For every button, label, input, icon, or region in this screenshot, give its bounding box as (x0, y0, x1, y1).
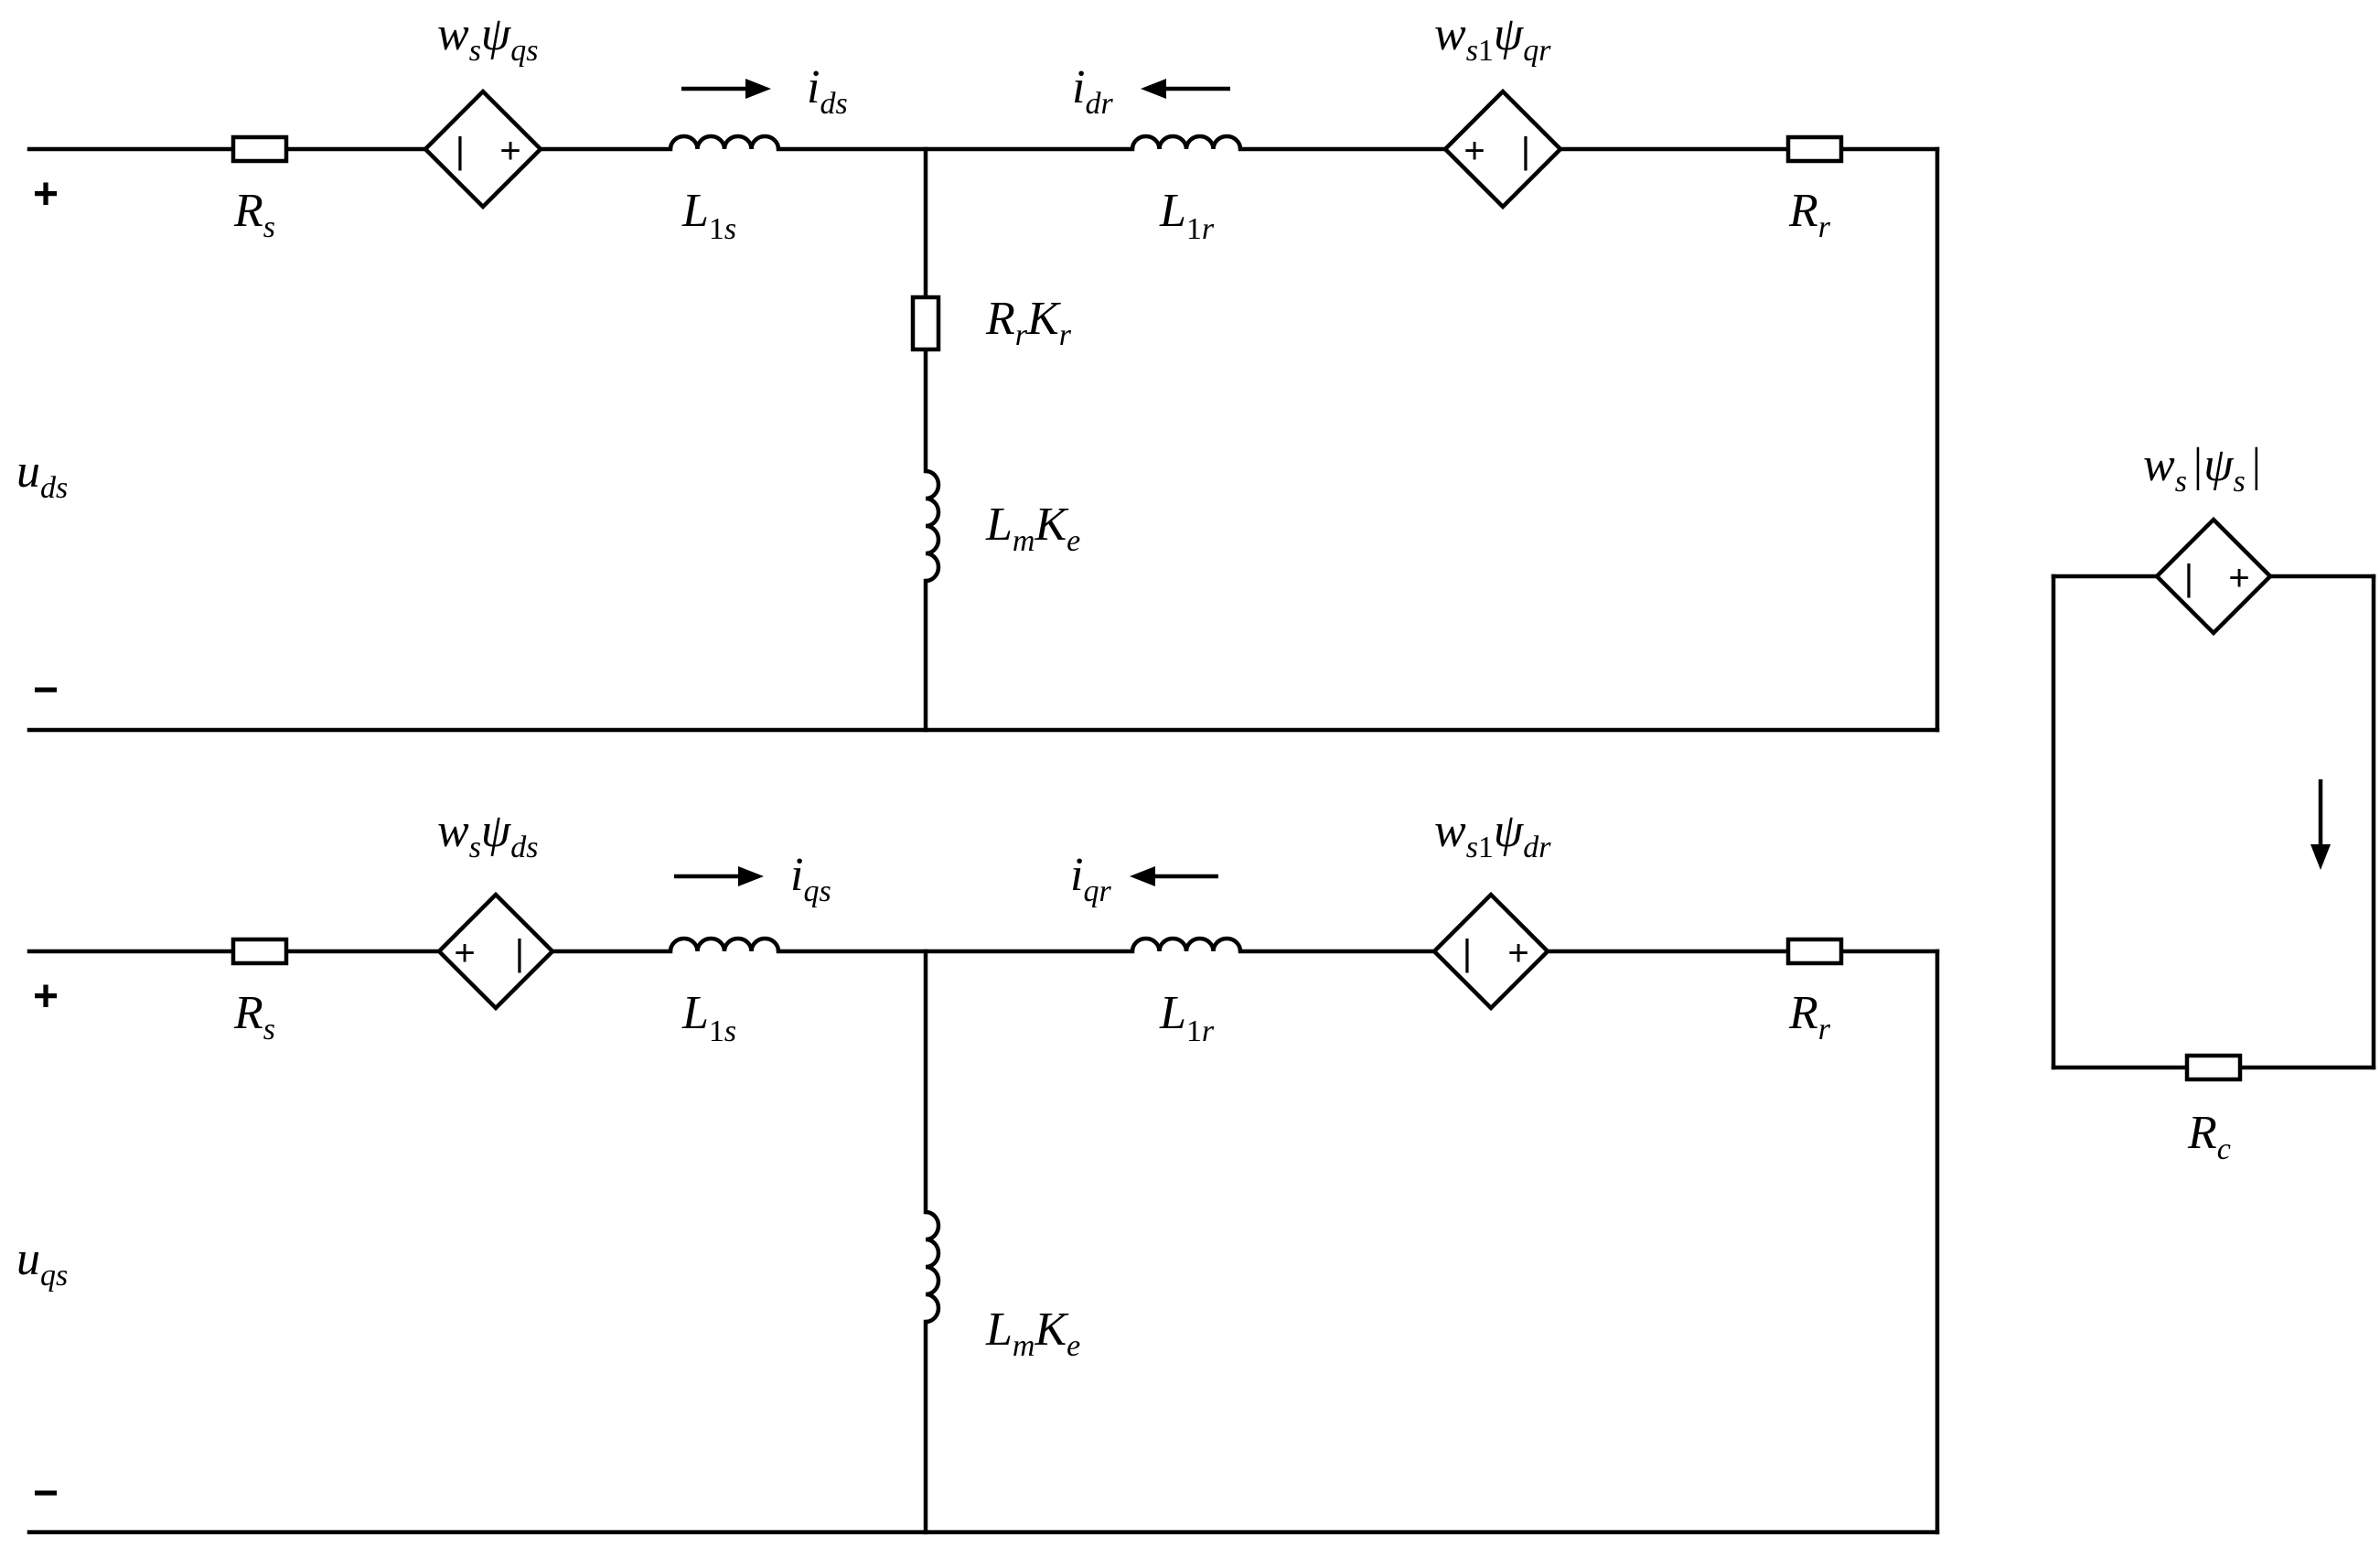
d-branch-resistor-label: RrKr (985, 293, 1072, 352)
d-stator-dependent-source (422, 88, 544, 210)
d-magnetizing-label: LmKe (985, 499, 1080, 558)
d-stator-leakage-inductor (668, 134, 781, 150)
d-branch-resistor (910, 295, 941, 352)
q-rotor-resistor-label: Rr (1788, 987, 1831, 1046)
q-stator-current-arrow (674, 866, 764, 886)
d-rotor-dependent-source (1442, 88, 1564, 210)
core-source-sign-right: + (2228, 558, 2249, 598)
q-rotor-current-label: iqr (1070, 849, 1111, 908)
d-rotor-leakage-label: L1r (1159, 185, 1215, 246)
q-rotor-source-sign-left: | (1463, 933, 1472, 973)
q-rotor-dependent-source (1431, 891, 1551, 1012)
d-stator-leakage-label: L1s (681, 185, 736, 246)
q-minus-sign: − (33, 1469, 59, 1518)
q-rotor-resistor (1785, 937, 1844, 966)
q-stator-source-label: wsψds (437, 805, 538, 864)
d-rotor-resistor-label: Rr (1788, 185, 1831, 244)
d-axis-circuit: | + + | + − uds Rs (16, 8, 1940, 733)
d-rotor-resistor (1785, 134, 1844, 164)
d-rotor-leakage-inductor (1130, 134, 1243, 150)
q-rotor-source-label: ws1ψdr (1434, 805, 1551, 864)
d-stator-current-arrow (681, 79, 771, 99)
q-magnetizing-label: LmKe (985, 1304, 1080, 1363)
core-source-label: ws|ψs| (2143, 439, 2262, 499)
q-rotor-leakage-inductor (1130, 936, 1243, 952)
d-rotor-current-label: idr (1072, 61, 1113, 121)
q-plus-sign: + (33, 972, 59, 1021)
q-rotor-source-sign-right: + (1507, 933, 1528, 973)
q-stator-leakage-inductor (668, 936, 781, 952)
core-loss-resistor (2184, 1053, 2243, 1082)
q-stator-source-sign-left: + (454, 933, 475, 973)
d-rotor-source-sign-right: | (1521, 131, 1530, 171)
d-stator-resistor-label: Rs (233, 185, 275, 244)
d-rotor-source-sign-left: + (1463, 131, 1485, 171)
d-stator-source-sign-left: | (456, 131, 465, 171)
q-input-voltage-label: uqs (16, 1233, 68, 1293)
core-resistor-label: Rc (2187, 1107, 2231, 1166)
d-minus-sign: − (33, 666, 59, 714)
q-axis-circuit: + | | + + − uqs Rs wsψds L1s (16, 805, 1940, 1535)
q-rotor-leakage-label: L1r (1159, 987, 1215, 1048)
core-dependent-source (2153, 516, 2274, 637)
d-plus-sign: + (33, 170, 59, 219)
core-source-sign-left: | (2184, 558, 2193, 598)
d-stator-source-sign-right: + (499, 131, 520, 171)
core-loss-circuit: | + ws|ψs| Rc (2051, 439, 2376, 1166)
d-magnetizing-inductor (925, 468, 941, 584)
q-rotor-current-arrow (1130, 866, 1218, 886)
q-stator-resistor-label: Rs (233, 987, 275, 1046)
q-magnetizing-inductor (925, 1209, 941, 1325)
d-rotor-source-label: ws1ψqr (1434, 8, 1551, 68)
d-input-voltage-label: uds (16, 445, 68, 505)
q-stator-leakage-label: L1s (681, 987, 736, 1048)
d-stator-current-label: ids (807, 61, 848, 121)
q-stator-dependent-source (435, 891, 556, 1012)
d-stator-source-label: wsψqs (437, 8, 538, 68)
q-stator-current-label: iqs (790, 849, 831, 908)
q-stator-source-sign-right: | (515, 933, 524, 973)
d-rotor-current-arrow (1141, 79, 1230, 99)
d-stator-resistor (230, 134, 289, 164)
q-stator-resistor (230, 937, 289, 966)
core-current-arrow (2310, 779, 2331, 870)
